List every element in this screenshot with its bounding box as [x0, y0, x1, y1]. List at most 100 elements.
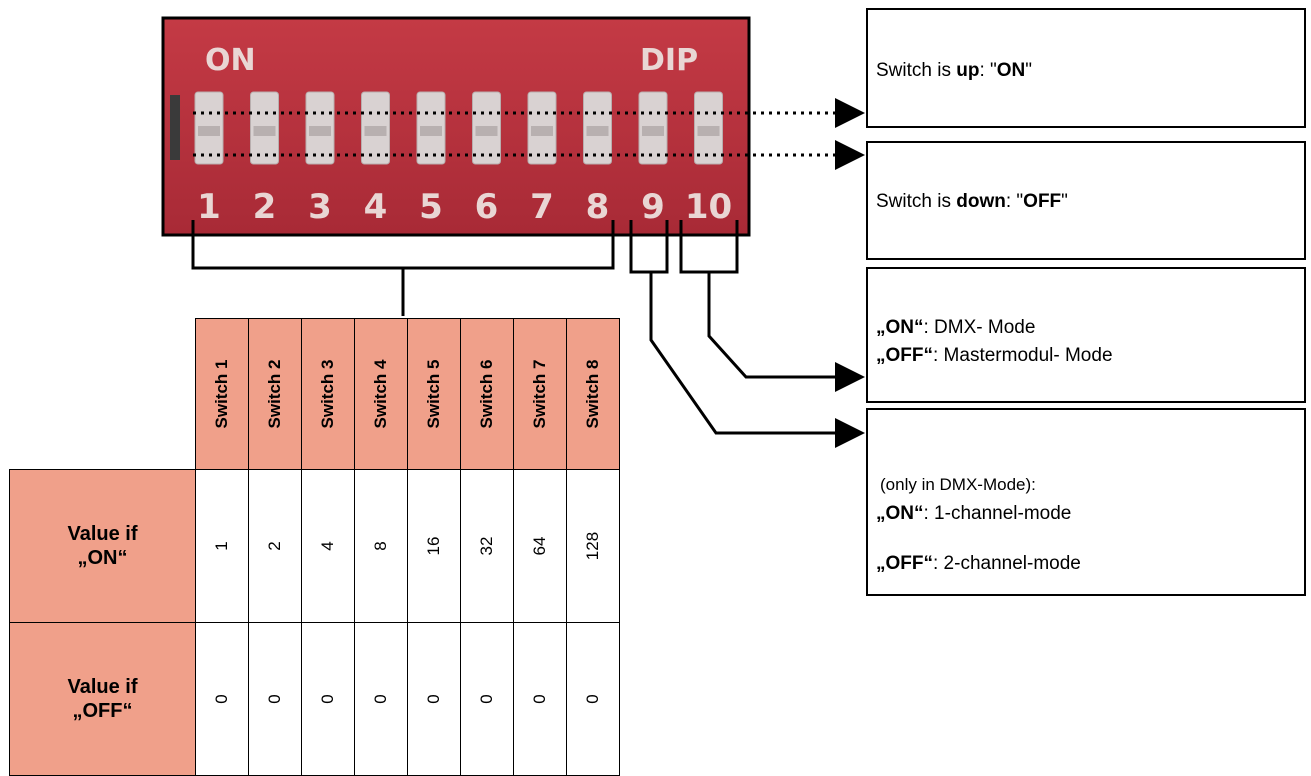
- value-text: 16: [424, 536, 443, 556]
- switch-lever-shadow: [642, 126, 664, 136]
- row-header-off: Value if„OFF“: [9, 622, 196, 776]
- col-header-switch-2: Switch 2: [248, 318, 302, 470]
- col-header-label: Switch 7: [530, 359, 549, 429]
- channel-on-text: : 1-channel-mode: [923, 503, 1072, 524]
- channel-on-key: „ON“: [876, 503, 924, 524]
- row-header-line2: „OFF“: [72, 700, 133, 722]
- channel-off-text: : 2-channel-mode: [933, 553, 1081, 574]
- row-header-on: Value if„ON“: [9, 469, 196, 623]
- col-header-switch-1: Switch 1: [195, 318, 249, 470]
- value-text: 2: [265, 541, 284, 551]
- value-cell: 0: [513, 622, 567, 776]
- switch-number-3: 3: [308, 187, 332, 227]
- value-text: 0: [371, 694, 390, 704]
- value-text: 8: [371, 541, 390, 551]
- value-cell: 0: [407, 622, 461, 776]
- value-cell: 1: [195, 469, 249, 623]
- mode-on-text: : DMX- Mode: [923, 317, 1036, 338]
- switch-lever-shadow: [475, 126, 498, 136]
- switch-lever-shadow: [531, 126, 553, 136]
- col-header-switch-4: Switch 4: [354, 318, 408, 470]
- up-mid: : ": [979, 60, 997, 81]
- value-cell: 0: [354, 622, 408, 776]
- down-word: down: [956, 191, 1006, 212]
- value-cell: 32: [460, 469, 514, 623]
- col-header-switch-8: Switch 8: [566, 318, 620, 470]
- value-text: 1: [212, 541, 231, 551]
- row-header-line1: Value if: [67, 676, 138, 698]
- value-text: 0: [212, 694, 231, 704]
- dip-label-dip: DIP: [640, 43, 698, 78]
- col-header-switch-5: Switch 5: [407, 318, 461, 470]
- value-text: 0: [583, 694, 602, 704]
- switch-number-8: 8: [586, 187, 610, 227]
- value-text: 0: [318, 694, 337, 704]
- switch-number-9: 9: [641, 187, 665, 227]
- up-state: ON: [996, 60, 1026, 81]
- channel-off-key: „OFF“: [876, 553, 933, 574]
- switch-lever-shadow: [198, 126, 220, 136]
- switch-lever-shadow: [697, 126, 720, 136]
- value-cell: 0: [248, 622, 302, 776]
- col-header-switch-6: Switch 6: [460, 318, 514, 470]
- value-text: 4: [318, 541, 337, 551]
- switch-number-6: 6: [475, 187, 499, 227]
- value-text: 0: [424, 694, 443, 704]
- value-cell: 8: [354, 469, 408, 623]
- up-suffix: ": [1025, 60, 1033, 81]
- connector-switch-9: [649, 272, 865, 448]
- value-cell: 128: [566, 469, 620, 623]
- down-state: OFF: [1023, 191, 1062, 212]
- col-header-label: Switch 3: [318, 359, 337, 429]
- value-text: 0: [530, 694, 549, 704]
- col-header-switch-3: Switch 3: [301, 318, 355, 470]
- mode-off-text: : Mastermodul- Mode: [933, 345, 1113, 366]
- info-box-switch-up: Switch is up: "ON": [866, 8, 1306, 128]
- col-header-label: Switch 8: [583, 359, 602, 429]
- switch-lever-shadow: [364, 126, 387, 136]
- value-text: 32: [477, 536, 496, 556]
- channel-note: (only in DMX-Mode):: [880, 475, 1036, 494]
- switch-number-7: 7: [530, 187, 554, 227]
- switch-number-5: 5: [419, 187, 443, 227]
- connector-switch-10: [707, 272, 865, 392]
- value-cell: 4: [301, 469, 355, 623]
- switch-number-10: 10: [685, 187, 732, 227]
- col-header-label: Switch 4: [371, 359, 390, 429]
- switch-levers: [194, 91, 723, 165]
- value-cell: 0: [566, 622, 620, 776]
- switch-lever-shadow: [586, 126, 609, 136]
- col-header-label: Switch 1: [212, 359, 231, 429]
- value-cell: 0: [460, 622, 514, 776]
- value-cell: 16: [407, 469, 461, 623]
- value-text: 64: [530, 536, 549, 556]
- up-word: up: [956, 60, 980, 81]
- row-header-line1: Value if: [67, 523, 138, 545]
- dip-label-on: ON: [205, 43, 256, 78]
- info-box-switch-down: Switch is down: "OFF": [866, 141, 1306, 260]
- col-header-switch-7: Switch 7: [513, 318, 567, 470]
- switch-lever-shadow: [420, 126, 442, 136]
- row-header-line2: „ON“: [77, 547, 128, 569]
- info-box-mode-switch: „ON“: DMX- Mode „OFF“: Mastermodul- Mode: [866, 267, 1306, 403]
- switch-lever-shadow: [253, 126, 276, 136]
- value-text: 0: [265, 694, 284, 704]
- value-cell: 0: [195, 622, 249, 776]
- mode-on-key: „ON“: [876, 317, 924, 338]
- switch-number-4: 4: [364, 187, 388, 227]
- value-cell: 64: [513, 469, 567, 623]
- col-header-label: Switch 5: [424, 359, 443, 429]
- down-suffix: ": [1061, 191, 1068, 212]
- value-cell: 2: [248, 469, 302, 623]
- mode-off-key: „OFF“: [876, 345, 933, 366]
- col-header-label: Switch 2: [265, 359, 284, 429]
- down-mid: : ": [1005, 191, 1024, 212]
- value-cell: 0: [301, 622, 355, 776]
- switch-number-2: 2: [253, 187, 277, 227]
- value-text: 0: [477, 694, 496, 704]
- info-box-channel-switch: (only in DMX-Mode): „ON“: 1-channel-mode…: [866, 408, 1306, 596]
- down-prefix: Switch is: [876, 191, 957, 212]
